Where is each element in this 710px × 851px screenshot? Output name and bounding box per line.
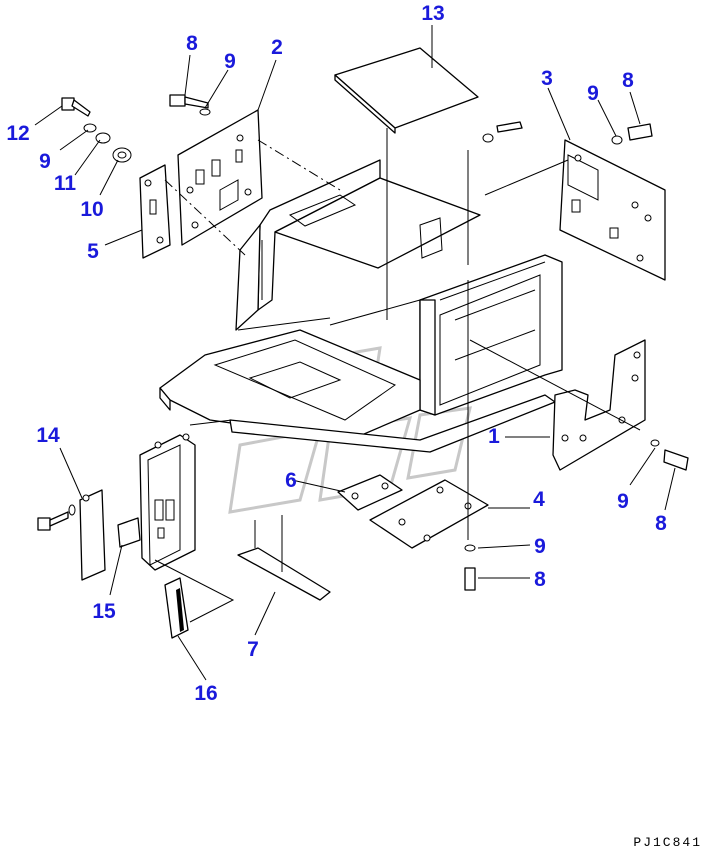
- callout-14: 14: [36, 424, 60, 447]
- part-1-side-plate: [469, 339, 689, 471]
- callout-6: 6: [285, 469, 297, 492]
- callout-1: 1: [488, 425, 500, 448]
- callout-9: 9: [534, 535, 546, 558]
- part-3-right-panel: [467, 121, 666, 281]
- part-14-cover: [37, 489, 106, 581]
- callout-8: 8: [622, 69, 634, 92]
- part-14-column: [139, 419, 233, 571]
- callout-8: 8: [534, 568, 546, 591]
- callout-11: 11: [54, 172, 77, 195]
- drawing-code: PJ1C841: [633, 835, 702, 850]
- callout-5: 5: [87, 240, 99, 263]
- main-frame: [159, 159, 563, 453]
- leader-lines: [34, 25, 676, 681]
- callout-labels: 13 2 8 9 3 9 8 12 9 11 10 5 1 9 8 4 9 8 …: [6, 2, 667, 705]
- callout-8: 8: [186, 32, 198, 55]
- callout-13: 13: [421, 2, 444, 25]
- callout-9: 9: [39, 150, 51, 173]
- callout-9: 9: [617, 490, 629, 513]
- callout-10: 10: [80, 198, 103, 221]
- callout-3: 3: [541, 67, 553, 90]
- callout-9: 9: [224, 50, 236, 73]
- callout-12: 12: [6, 122, 29, 145]
- callout-9: 9: [587, 82, 599, 105]
- callout-15: 15: [92, 600, 116, 623]
- part-15-pad: [117, 517, 141, 548]
- callout-2: 2: [271, 36, 283, 59]
- callout-4: 4: [533, 488, 545, 511]
- callout-8: 8: [655, 512, 667, 535]
- part-7-long-bar: [237, 515, 331, 601]
- part-5-bracket: [139, 164, 246, 259]
- part-4-bottom-plate: [369, 280, 489, 591]
- callout-16: 16: [194, 682, 217, 705]
- callout-7: 7: [247, 638, 259, 661]
- part-13-top-plate: [334, 47, 479, 320]
- part-16-block: [154, 559, 235, 639]
- part-6-small-plate: [291, 474, 403, 511]
